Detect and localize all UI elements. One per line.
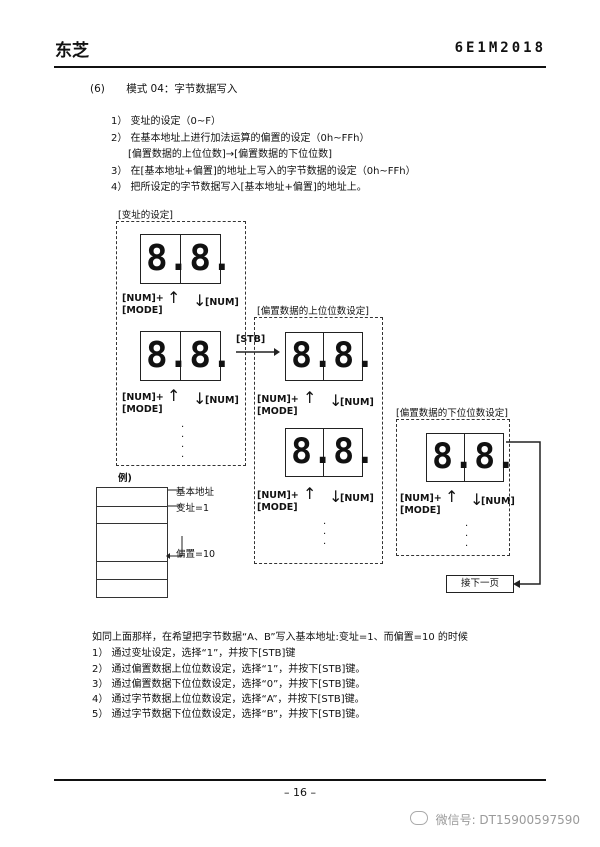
group3-label: [偏置数据的下位位数设定] [396, 408, 508, 419]
continuation-dots: ··· [323, 519, 327, 550]
page-number: – 16 – [284, 786, 316, 799]
section-name: 模式 04：字节数据写入 [126, 83, 238, 95]
num-label: [NUM] [205, 395, 239, 406]
arrow-down-icon: ↓ [470, 490, 484, 509]
num-label: [NUM] [340, 493, 374, 504]
step-4: 4） 通过字节数据上位位数设定，选择“A”，并按下[STB]键。 [92, 694, 365, 705]
example-title: 例) [118, 473, 132, 484]
num-label: [NUM] [481, 496, 515, 507]
intro-item-3: 3） 在[基本地址+偏置]的地址上写入的字节数据的设定（0h~FFh） [111, 166, 416, 177]
arrow-down-icon: ↓ [193, 291, 207, 310]
header-left-title: 东芝 [55, 41, 89, 61]
arrow-right-icon [236, 348, 280, 356]
header-rule [54, 66, 546, 68]
group2-label: [偏置数据的上位位数设定] [257, 306, 369, 317]
num-mode-label: [NUM]+[MODE] [122, 392, 164, 415]
group1-box [116, 221, 246, 466]
display-digits: 8.8. [146, 238, 233, 279]
group1-label: [变址的设定] [118, 210, 173, 221]
step-2: 2） 通过偏置数据上位位数设定，选择“1”，并按下[STB]键。 [92, 664, 366, 675]
intro-item-2: 2） 在基本地址上进行加法运算的偏置的设定（0h~FFh） [111, 133, 370, 144]
intro-item-4: 4） 把所设定的字节数据写入[基本地址+偏置]的地址上。 [111, 182, 367, 193]
seven-seg-display: 8.8. [140, 331, 233, 381]
arrow-down-icon: ↓ [193, 389, 207, 408]
display-digits: 8.8. [291, 336, 376, 376]
next-page-connector [506, 441, 541, 588]
arrow-down-icon: ↓ [329, 487, 343, 506]
continuation-dots: ···· [181, 422, 185, 463]
example-offset: 偏置=10 [176, 549, 216, 560]
num-label: [NUM] [205, 297, 239, 308]
step-5: 5） 通过字节数据下位位数设定，选择“B”，并按下[STB]键。 [92, 709, 366, 720]
stb-label: [STB] [236, 334, 266, 345]
seven-seg-display: 8.8. [426, 433, 516, 482]
num-mode-label: [NUM]+[MODE] [400, 493, 442, 516]
next-page-box: 接下一页 [446, 575, 514, 593]
section-title: (6) 模式 04：字节数据写入 [90, 81, 255, 96]
display-digits: 8.8. [432, 437, 517, 477]
arrow-up-icon: ↑ [445, 487, 459, 506]
num-mode-label: [NUM]+[MODE] [257, 394, 299, 417]
seven-seg-display: 8.8. [285, 428, 375, 477]
example-index: 变址=1 [176, 503, 210, 514]
display-digits: 8.8. [146, 335, 233, 376]
arrow-up-icon: ↑ [167, 288, 181, 307]
footer-rule [54, 779, 546, 781]
arrow-up-icon: ↑ [303, 388, 317, 407]
arrow-down-icon: ↓ [329, 391, 343, 410]
group2-box [254, 317, 383, 564]
intro-item-2-sub: [偏置数据的上位位数]→[偏置数据的下位位数] [128, 149, 332, 160]
num-mode-label: [NUM]+[MODE] [257, 490, 299, 513]
arrow-up-icon: ↑ [303, 484, 317, 503]
watermark: 微信号: DT15900597590 [409, 811, 580, 828]
group3-box [396, 419, 510, 556]
step-3: 3） 通过偏置数据下位位数设定，选择“0”，并按下[STB]键。 [92, 679, 366, 690]
num-mode-label: [NUM]+[MODE] [122, 293, 164, 316]
step-1: 1） 通过变址设定，选择“1”，并按下[STB]键 [92, 648, 296, 659]
display-digits: 8.8. [291, 432, 376, 472]
steps-lead: 如同上面那样，在希望把字节数据“A、B”写入基本地址:变址=1、而偏置=10 的… [92, 632, 468, 643]
header-doc-code: 6E1M2018 [454, 40, 546, 56]
intro-item-1: 1） 变址的设定（0~F） [111, 116, 222, 127]
address-pointers [166, 489, 183, 559]
section-number: (6) [90, 83, 105, 95]
arrow-up-icon: ↑ [167, 386, 181, 405]
wechat-icon [409, 811, 428, 825]
seven-seg-display: 8.8. [285, 332, 375, 381]
memory-block [96, 487, 168, 599]
seven-seg-display: 8.8. [140, 234, 233, 284]
example-base-address: 基本地址 [176, 487, 215, 498]
continuation-dots: ··· [465, 521, 469, 552]
num-label: [NUM] [340, 397, 374, 408]
